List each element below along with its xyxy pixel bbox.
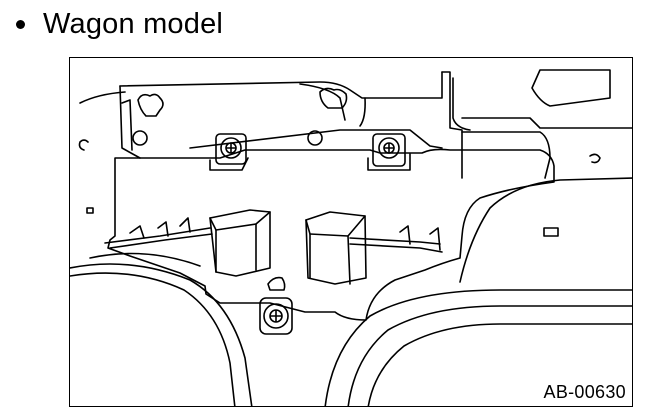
body-panel-curves bbox=[70, 177, 632, 406]
left-spacer-block bbox=[209, 209, 271, 277]
left-arm bbox=[104, 217, 213, 249]
harness-line bbox=[79, 91, 126, 104]
bracket-plate-fold-right bbox=[367, 153, 411, 171]
top-clips bbox=[78, 87, 601, 237]
heading: Wagon model bbox=[10, 4, 223, 44]
bracket-plate-fold bbox=[209, 157, 249, 171]
right-spacer-block bbox=[305, 211, 367, 285]
right-arm bbox=[349, 225, 443, 253]
bracket-diagram bbox=[70, 69, 632, 406]
bolt-upper-right bbox=[372, 133, 406, 167]
bolt-lower bbox=[259, 297, 293, 335]
figure-code: AB-00630 bbox=[543, 382, 626, 402]
bracket-plate bbox=[107, 148, 555, 321]
slot-hole bbox=[267, 276, 286, 291]
bullet-dot-icon bbox=[16, 19, 25, 29]
bolt-upper-left bbox=[215, 133, 247, 165]
upper-frame bbox=[119, 69, 632, 179]
figure-frame: AB-00630 bbox=[69, 57, 633, 407]
heading-text: Wagon model bbox=[43, 7, 224, 40]
